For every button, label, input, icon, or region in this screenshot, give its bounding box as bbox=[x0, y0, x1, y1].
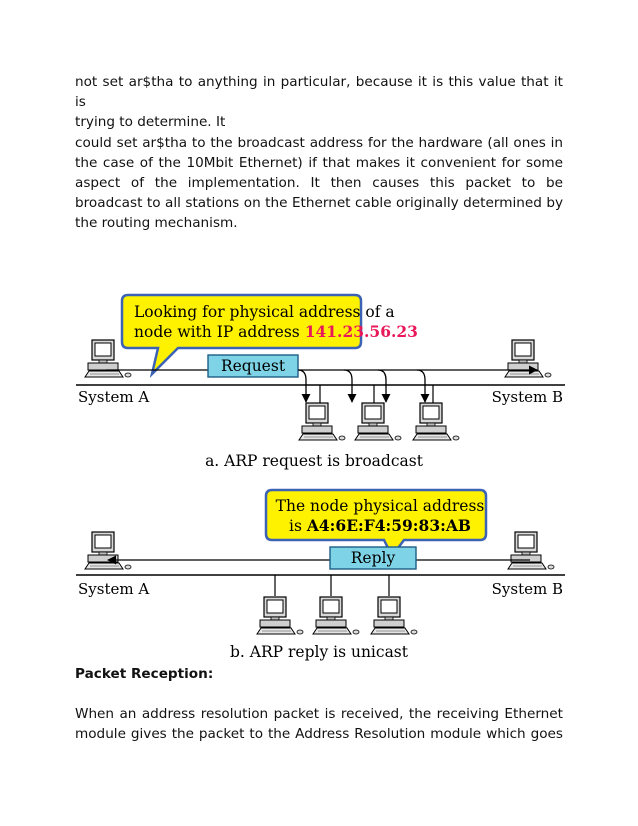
diagram-a: Looking for physical address of a node w… bbox=[76, 293, 565, 470]
broadcast-arrow bbox=[416, 369, 430, 403]
section-heading: Packet Reception: bbox=[75, 666, 214, 682]
text-line: not set ar$tha to anything in particular… bbox=[75, 74, 563, 111]
computer-icon bbox=[370, 596, 418, 635]
callout-prefix: node with IP address bbox=[134, 323, 305, 341]
computer-icon bbox=[507, 531, 555, 570]
reply-packet bbox=[329, 546, 417, 570]
broadcast-arrow bbox=[343, 369, 357, 403]
text-line: broadcast to all stations on the Etherne… bbox=[75, 195, 563, 212]
ip-address: 141.23.56.23 bbox=[305, 322, 418, 341]
computer-icon bbox=[84, 531, 132, 570]
paragraph-bottom: When an address resolution packet is rec… bbox=[75, 704, 563, 744]
system-a-label: System A bbox=[78, 388, 149, 406]
packet-label: Reply bbox=[351, 549, 396, 567]
mac-address: A4:6E:F4:59:83:AB bbox=[306, 516, 471, 535]
text-line: trying to determine. It bbox=[75, 114, 226, 131]
callout-text: node with IP address 141.23.56.23 bbox=[134, 322, 418, 341]
request-packet bbox=[207, 354, 299, 378]
packet-label: Request bbox=[221, 357, 286, 375]
broadcast-arrow bbox=[297, 369, 311, 403]
system-b-label: System B bbox=[492, 388, 563, 406]
text-line: When an address resolution packet is rec… bbox=[75, 706, 563, 722]
callout-text: Looking for physical address of a bbox=[134, 303, 395, 321]
callout-text: The node physical address bbox=[276, 497, 485, 515]
callout-bubble bbox=[120, 293, 363, 378]
system-a-label: System A bbox=[78, 580, 149, 598]
text-line: aspect of the implementation. It then ca… bbox=[75, 175, 563, 192]
computer-icon bbox=[256, 596, 304, 635]
caption: a. ARP request is broadcast bbox=[205, 452, 424, 470]
system-b-label: System B bbox=[492, 580, 563, 598]
text-line: module gives the packet to the Address R… bbox=[75, 726, 563, 743]
computer-icon bbox=[354, 402, 402, 441]
paragraph-top: not set ar$tha to anything in particular… bbox=[75, 72, 563, 234]
text-line: the case of the 10Mbit Ethernet) if that… bbox=[75, 154, 563, 171]
computer-icon bbox=[504, 339, 552, 378]
computer-icon bbox=[312, 596, 360, 635]
computer-icon bbox=[412, 402, 460, 441]
caption: b. ARP reply is unicast bbox=[230, 643, 409, 661]
callout-text: is A4:6E:F4:59:83:AB bbox=[289, 516, 471, 535]
computer-icon bbox=[298, 402, 346, 441]
diagram-b: The node physical address is A4:6E:F4:59… bbox=[76, 488, 565, 661]
text-line: could set ar$tha to the broadcast addres… bbox=[75, 134, 563, 151]
callout-prefix: is bbox=[289, 517, 307, 535]
broadcast-arrow bbox=[377, 369, 391, 403]
text-line: the routing mechanism. bbox=[75, 215, 238, 232]
